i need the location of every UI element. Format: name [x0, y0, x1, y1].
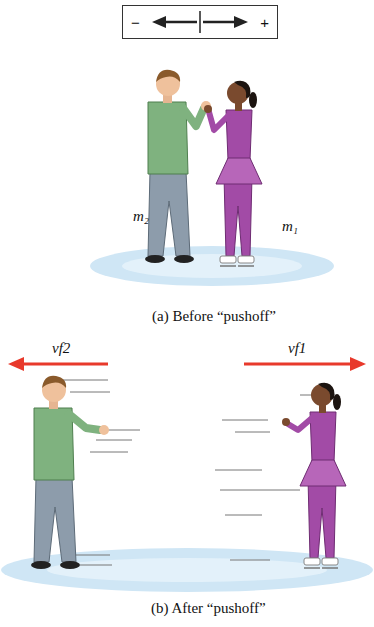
velocity-label: vf2 — [52, 340, 70, 357]
direction-box: −+ — [122, 5, 278, 39]
plus-sign: + — [260, 15, 269, 30]
panel-caption: (b) After “pushoff” — [151, 600, 266, 617]
minus-sign: − — [131, 15, 140, 30]
mass-label: m₁ — [282, 218, 298, 235]
panel-caption: (a) Before “pushoff” — [152, 308, 276, 325]
velocity-label: vf1 — [288, 340, 306, 357]
direction-arrows — [123, 6, 277, 38]
mass-label: m₂ — [133, 208, 149, 225]
